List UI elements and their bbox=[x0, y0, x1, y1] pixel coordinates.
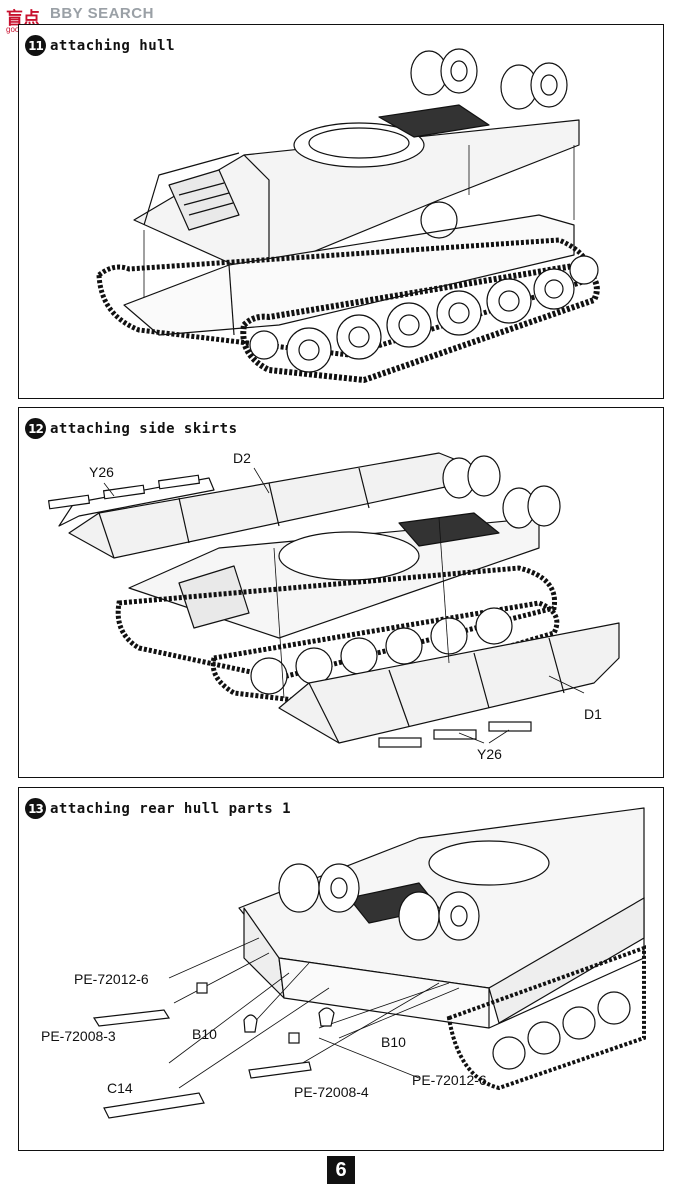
step-11-header: 11 attaching hull bbox=[25, 35, 175, 56]
label-pe-72008-3: PE-72008-3 bbox=[41, 1028, 116, 1044]
label-pe-72012-6-right: PE-72012-6 bbox=[412, 1072, 487, 1088]
step-12-badge: 12 bbox=[25, 418, 46, 439]
small-parts bbox=[92, 982, 335, 1119]
fuel-drums bbox=[410, 48, 568, 110]
fuel-drums bbox=[278, 863, 480, 941]
leader-lines bbox=[103, 467, 585, 744]
y26-lower-plates bbox=[378, 721, 532, 748]
watermark-brand: BBY SEARCH bbox=[50, 5, 154, 22]
step-13-badge: 13 bbox=[25, 798, 46, 819]
leader-lines bbox=[168, 937, 460, 1089]
step-13-header: 13 attaching rear hull parts 1 bbox=[25, 798, 291, 819]
tracks bbox=[96, 237, 600, 384]
step-13-title: attaching rear hull parts 1 bbox=[50, 800, 292, 817]
step-12-title: attaching side skirts bbox=[50, 420, 238, 437]
watermark-logo: 盲点 bbox=[6, 9, 40, 28]
hull bbox=[128, 512, 540, 639]
step-12-panel: 12 attaching side skirts bbox=[18, 407, 664, 778]
step-12-header: 12 attaching side skirts bbox=[25, 418, 238, 439]
step-11-panel: 11 attaching hull bbox=[18, 24, 664, 399]
step-11-hull-drawing bbox=[96, 48, 600, 384]
label-pe-72012-6-left: PE-72012-6 bbox=[74, 971, 149, 987]
skirts-and-wheels bbox=[446, 896, 646, 1091]
page-number: 6 bbox=[327, 1156, 355, 1184]
label-c14: C14 bbox=[107, 1080, 133, 1096]
step-11-badge: 11 bbox=[25, 35, 46, 56]
label-y26-bottom: Y26 bbox=[477, 746, 502, 762]
label-d2: D2 bbox=[233, 450, 251, 466]
label-b10-left: B10 bbox=[192, 1026, 217, 1042]
label-pe-72008-4: PE-72008-4 bbox=[294, 1084, 369, 1100]
fuel-drums bbox=[442, 455, 561, 529]
upper-hull bbox=[133, 104, 580, 271]
step-13-panel: 13 attaching rear hull parts 1 bbox=[18, 787, 664, 1151]
label-y26-top: Y26 bbox=[89, 464, 114, 480]
label-d1: D1 bbox=[584, 706, 602, 722]
step-12-side-skirts-drawing bbox=[47, 452, 620, 748]
step-11-title: attaching hull bbox=[50, 37, 176, 54]
side-skirt-d1 bbox=[278, 622, 620, 744]
label-b10-right: B10 bbox=[381, 1034, 406, 1050]
step-13-rear-hull-drawing bbox=[92, 807, 646, 1119]
road-wheels bbox=[249, 255, 599, 373]
